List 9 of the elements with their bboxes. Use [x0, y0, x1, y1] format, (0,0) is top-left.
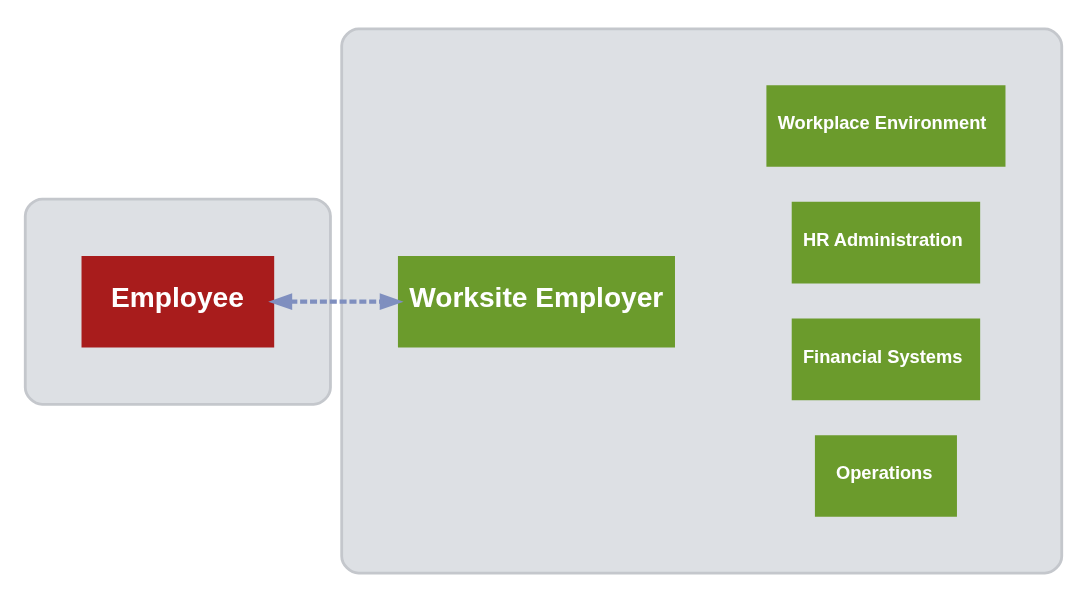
- arrow: [268, 292, 404, 310]
- node-box: Worksite Employer: [397, 255, 675, 347]
- node-box: Operations: [814, 434, 957, 517]
- cluster: [23, 197, 332, 406]
- node-box: Workplace Environment: [766, 84, 1006, 167]
- node-box: Financial Systems: [791, 318, 981, 400]
- cluster: [340, 26, 1064, 575]
- node-box: HR Administration: [791, 201, 981, 283]
- node-box: Employee: [81, 255, 275, 347]
